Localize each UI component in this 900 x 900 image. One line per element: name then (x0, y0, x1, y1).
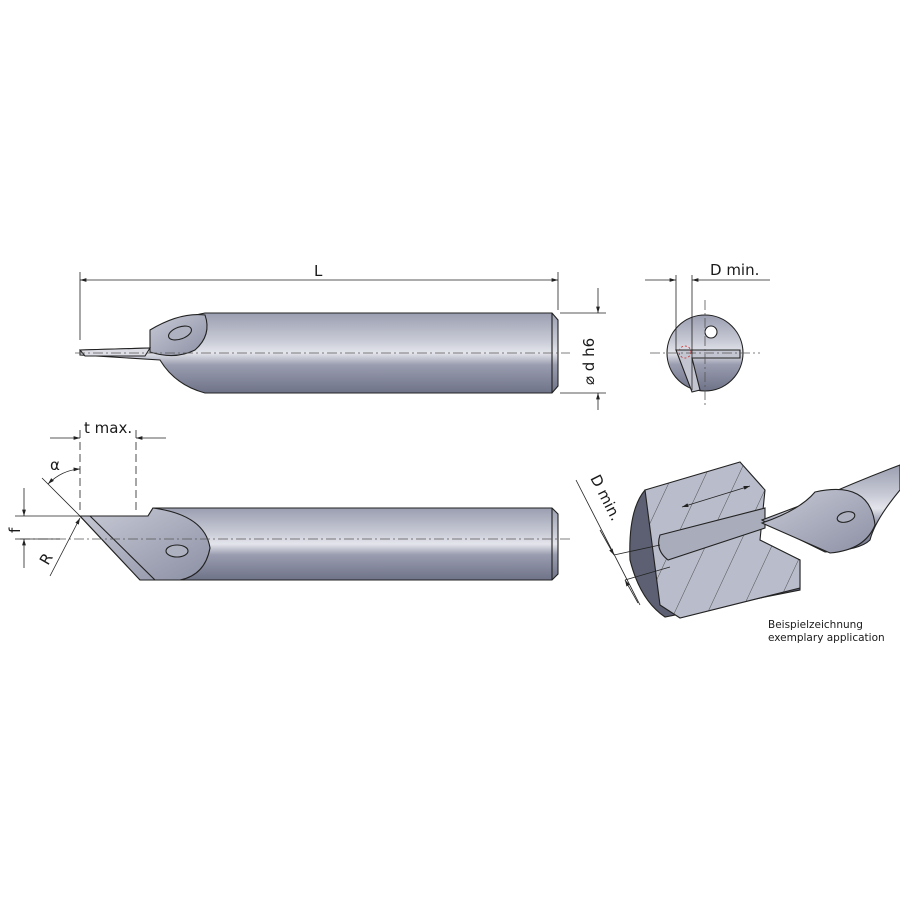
caption-german: Beispielzeichnung (768, 619, 863, 631)
dimension-max-depth: t max. (50, 419, 166, 512)
tool-end-view: D min. (645, 261, 770, 405)
dimension-length: L (79, 262, 559, 340)
label-length: L (314, 262, 323, 280)
label-min-bore-iso: D min. (586, 472, 624, 524)
dimension-radius: R (36, 517, 81, 577)
label-offset: f (6, 527, 24, 533)
tool-side-view (75, 312, 570, 394)
label-radius: R (36, 550, 57, 568)
dimension-angle: α (41, 456, 81, 517)
tool-top-view (20, 507, 570, 581)
label-max-depth: t max. (84, 419, 132, 437)
label-angle: α (50, 456, 60, 474)
exemplary-application-view: D min. (575, 461, 900, 619)
label-shank-diameter: ⌀ d h6 (580, 338, 598, 385)
dimension-shank-diameter: ⌀ d h6 (560, 288, 606, 410)
caption-english: exemplary application (768, 632, 885, 644)
label-min-bore-end-view: D min. (710, 261, 759, 279)
dimension-offset: f (6, 488, 80, 568)
